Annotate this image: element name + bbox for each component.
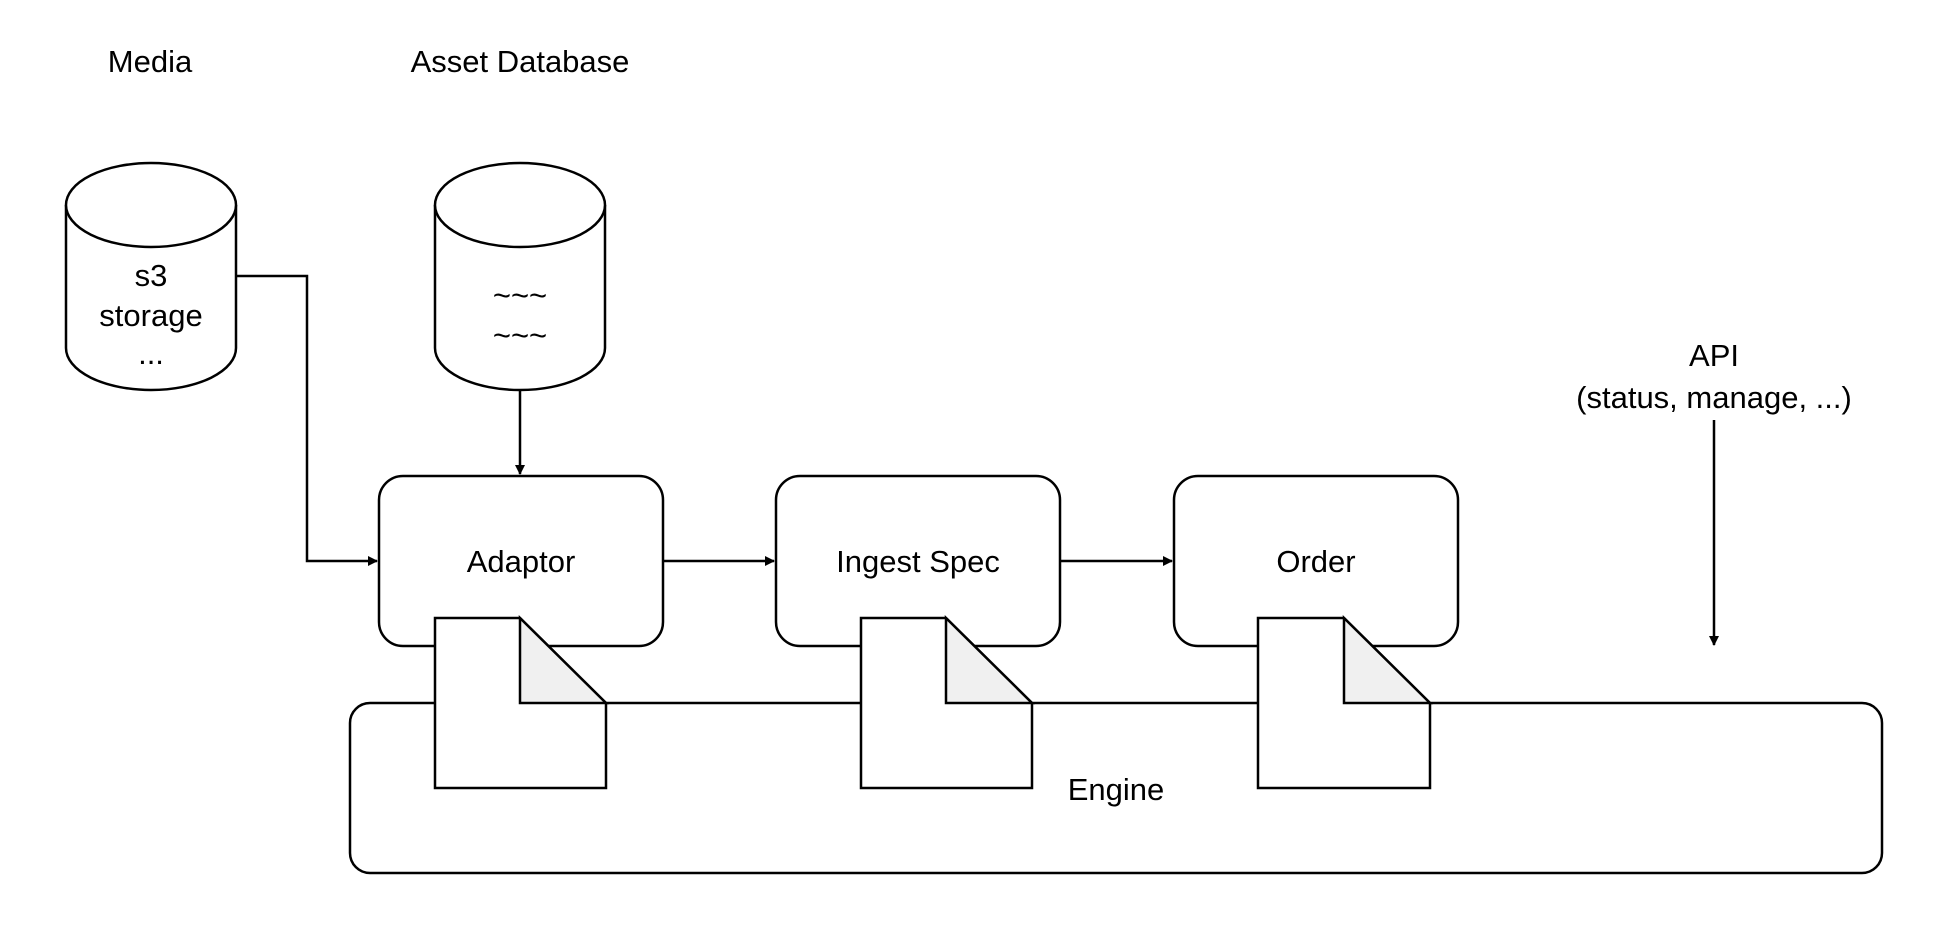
ingest-spec-label: Ingest Spec [836, 544, 1000, 579]
database-label-line2: ~~~ [493, 318, 547, 353]
adaptor-document-icon [433, 615, 610, 790]
storage-to-adaptor-arrow [236, 274, 378, 566]
database-label-line1: ~~~ [493, 278, 547, 313]
order-label: Order [1276, 544, 1355, 579]
asset-database-header: Asset Database [411, 44, 630, 79]
adaptor-label: Adaptor [467, 544, 576, 579]
storage-label-line2: storage [99, 298, 202, 333]
storage-label-line1: s3 [135, 258, 168, 293]
media-header: Media [108, 44, 193, 79]
api-label-line1: API [1689, 338, 1739, 373]
asset-database-cylinder [433, 161, 607, 392]
engine-label: Engine [1068, 772, 1165, 807]
storage-label-line3: ... [138, 336, 164, 371]
api-label-line2: (status, manage, ...) [1576, 380, 1852, 415]
s3-storage-cylinder [64, 161, 238, 392]
engine-box [348, 701, 1884, 875]
ingest-spec-document-icon [859, 615, 1036, 790]
order-document-icon [1256, 615, 1434, 790]
